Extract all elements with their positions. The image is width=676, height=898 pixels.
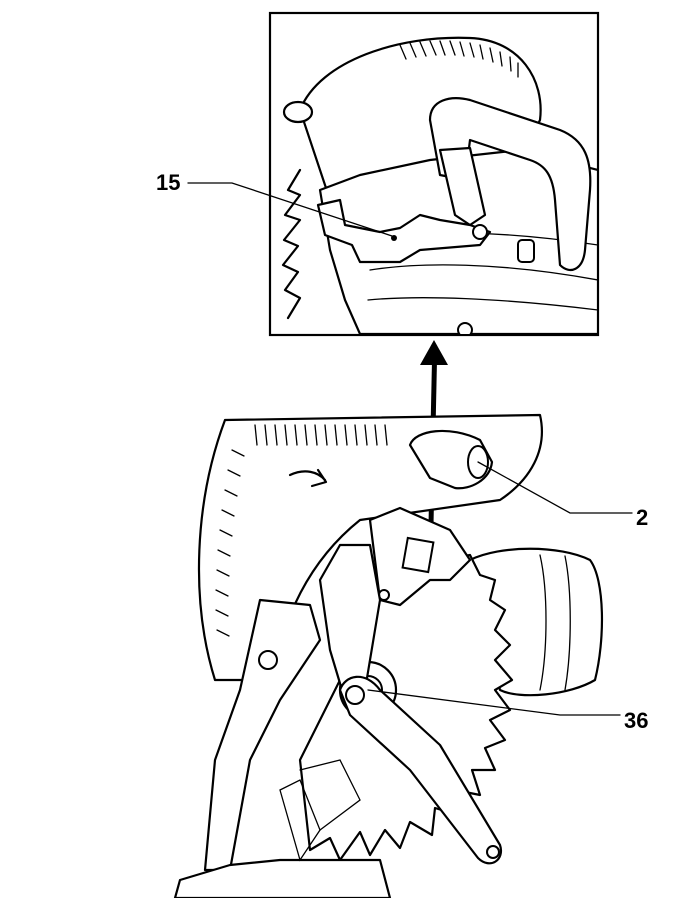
base-frame — [173, 858, 392, 898]
inset-trigger — [438, 146, 487, 227]
callout-label-15: 15 — [156, 170, 181, 195]
link-arm — [338, 675, 503, 865]
link-arm-bolt — [345, 685, 365, 705]
inset-guard-ribs — [399, 40, 519, 78]
rotation-arrow — [288, 468, 328, 488]
callout-leaders — [187, 182, 633, 716]
inset-blade-teeth — [281, 168, 302, 320]
leader-36 — [367, 689, 621, 716]
main-saw-view — [173, 413, 604, 898]
lower-link-left — [203, 598, 322, 872]
detail-arrow-head — [420, 340, 448, 365]
detail-inset — [268, 11, 600, 337]
guard-ribs — [215, 424, 388, 637]
callout-label-2: 2 — [636, 505, 649, 530]
inset-handle — [428, 97, 592, 272]
callout-label-36: 36 — [624, 708, 649, 733]
leader-15 — [187, 182, 393, 237]
leader-2 — [477, 461, 633, 514]
inset-lever-bolt — [472, 224, 488, 240]
inset-pivot-knob — [282, 100, 314, 124]
